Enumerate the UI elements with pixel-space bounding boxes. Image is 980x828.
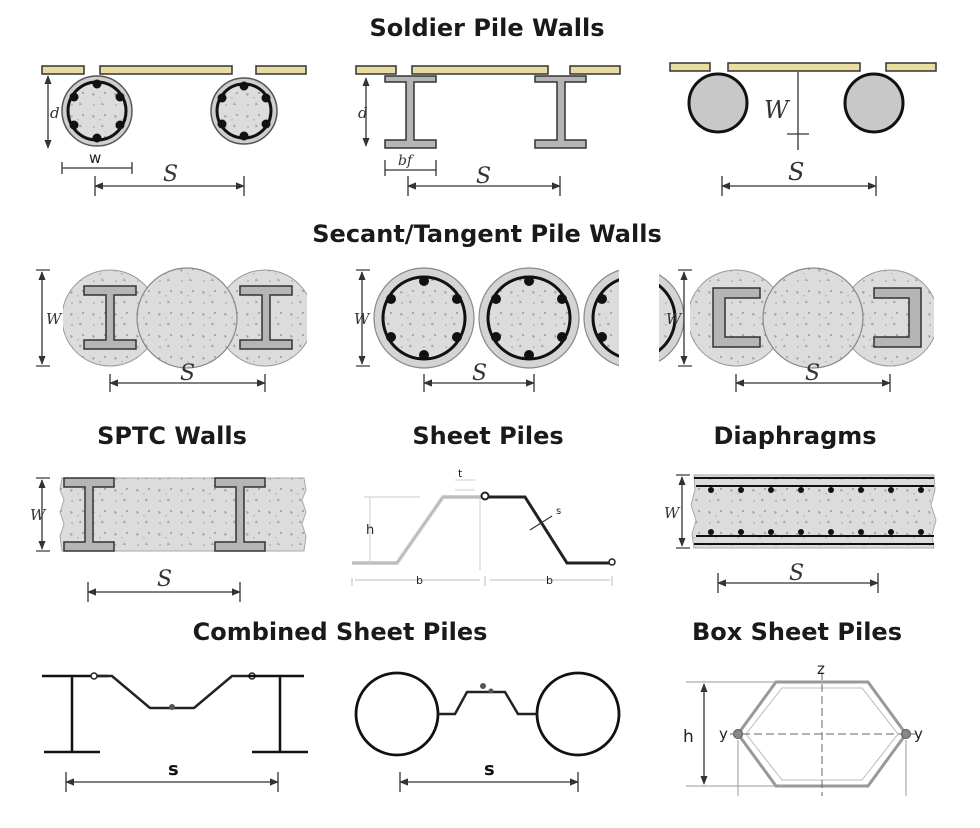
dim-combined-s-2: s	[484, 759, 495, 780]
sptc-wall-panel: W S	[30, 477, 307, 602]
title-secant-tangent-pile-walls: Secant/Tangent Pile Walls	[312, 220, 662, 248]
secant-i-beam-right	[239, 285, 293, 350]
dim-box-y-2: y	[914, 725, 923, 743]
dim-s-3: S	[788, 158, 804, 186]
dim-secant-s-2: S	[472, 361, 487, 386]
dim-sheet-h: h	[366, 523, 374, 538]
dim-d-1: d	[50, 104, 60, 122]
dim-d-2: d	[358, 104, 368, 122]
secant-soldier-panel: W S	[36, 266, 317, 392]
dim-box-h: h	[683, 727, 694, 747]
dim-bf: bf	[398, 153, 415, 169]
pipe-pile-left	[687, 72, 749, 134]
dim-sptc-s: S	[157, 567, 172, 592]
combined-pipe-right	[535, 671, 621, 757]
dim-sheet-b-1: b	[416, 574, 423, 587]
secant-channel-panel: W S	[666, 266, 944, 392]
dim-w-1: w	[89, 149, 101, 167]
soldier-pile-pipe-panel: W S	[669, 62, 937, 196]
dim-secant-w-1: W	[46, 310, 63, 328]
dim-s-1: S	[163, 162, 178, 187]
dim-box-y-1: y	[719, 725, 728, 743]
title-diaphragms: Diaphragms	[713, 422, 877, 450]
concrete-pile-left	[61, 75, 133, 147]
combined-sheet-profile-2	[438, 690, 537, 716]
dim-diaph-w: W	[664, 504, 681, 522]
title-sptc-walls: SPTC Walls	[97, 422, 247, 450]
sheet-pile-panel: t h s b b	[351, 467, 616, 587]
dim-combined-s-1: s	[168, 759, 179, 780]
sptc-i-beam-right	[214, 477, 266, 552]
title-soldier-pile-walls: Soldier Pile Walls	[369, 14, 605, 42]
dim-secant-s-3: S	[805, 361, 820, 386]
title-combined-sheet-piles: Combined Sheet Piles	[192, 618, 488, 646]
combined-sheet-profile-1	[94, 674, 252, 710]
dim-secant-s-1: S	[180, 361, 195, 386]
title-sheet-piles: Sheet Piles	[412, 422, 564, 450]
dim-sheet-b-2: b	[546, 574, 553, 587]
combined-sheet-pile-i-panel: s	[42, 672, 308, 792]
dim-s-2: S	[476, 164, 491, 189]
dim-sptc-w: W	[30, 506, 47, 524]
dim-diaph-s: S	[789, 561, 804, 586]
dim-sheet-s: s	[556, 506, 561, 517]
diaphragm-rebars	[708, 487, 924, 535]
pipe-pile-right	[843, 72, 905, 134]
dim-w-3: W	[764, 96, 791, 124]
sheet-pile-profile	[485, 495, 610, 565]
title-box-sheet-piles: Box Sheet Piles	[692, 618, 902, 646]
combined-pipe-left	[354, 671, 440, 757]
sptc-i-beam-left	[63, 477, 115, 552]
channel-section-right	[873, 287, 922, 348]
dim-secant-w-2: W	[354, 310, 371, 328]
soldier-pile-concrete-panel: d w S	[41, 65, 307, 196]
dim-box-z: z	[817, 660, 825, 678]
box-sheet-pile-panel: z h y y	[683, 660, 923, 796]
concrete-pile-right	[210, 77, 278, 145]
combined-sheet-pile-pipe-panel: s	[354, 671, 621, 792]
secant-tangent-panel: W S	[354, 262, 685, 392]
dim-secant-w-3: W	[666, 310, 683, 328]
channel-section-left	[712, 287, 761, 348]
steel-i-beam-left	[384, 75, 437, 149]
secant-i-beam-left	[83, 285, 137, 350]
soldier-pile-steel-panel: d bf S	[355, 65, 621, 196]
diaphragm-panel: W S	[664, 474, 937, 593]
steel-i-beam-right	[534, 75, 587, 149]
dim-sheet-t: t	[458, 467, 463, 480]
